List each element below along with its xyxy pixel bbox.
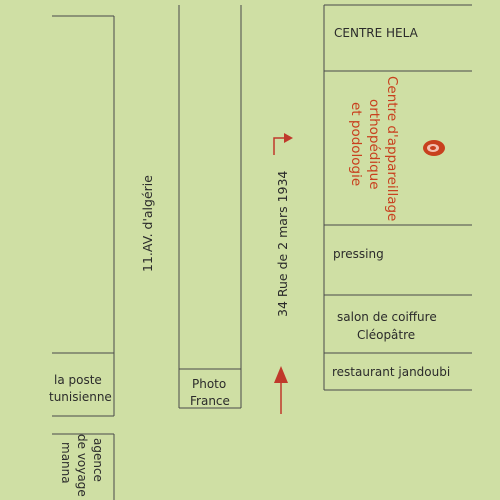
photo-france-label-line2: France [190, 394, 230, 408]
svg-text:agence: agence [91, 438, 105, 482]
rue-2-mars-label: 34 Rue de 2 mars 1934 [275, 171, 290, 317]
salon-label-line1: salon de coiffure [337, 310, 437, 324]
svg-text:Centre d'appareillage: Centre d'appareillage [384, 76, 400, 221]
svg-text:orthopédique: orthopédique [366, 99, 382, 190]
la-poste-label-line2: tunisienne [49, 390, 112, 404]
direction-arrow-icon [274, 366, 288, 414]
restaurant-label: restaurant jandoubi [332, 365, 450, 379]
agence-label: agence de voyage manna [59, 434, 105, 497]
avenue-algerie-label: 11.AV. d'algérie [140, 175, 155, 272]
la-poste-label-line1: la poste [54, 373, 102, 387]
centre-appareillage-label: Centre d'appareillage orthopédique et po… [348, 76, 400, 221]
salon-label-line2: Cléopâtre [357, 328, 415, 342]
left-block [52, 16, 114, 500]
centre-hela-label: CENTRE HELA [334, 26, 419, 40]
location-pin-icon[interactable] [423, 140, 445, 156]
direction-flag-icon [274, 133, 293, 155]
svg-text:et podologie: et podologie [348, 102, 364, 186]
middle-block [179, 5, 241, 408]
svg-text:manna: manna [59, 442, 73, 484]
svg-text:de voyage: de voyage [75, 434, 89, 497]
photo-france-label-line1: Photo [192, 377, 226, 391]
pressing-label: pressing [333, 247, 384, 261]
right-block [324, 5, 472, 390]
